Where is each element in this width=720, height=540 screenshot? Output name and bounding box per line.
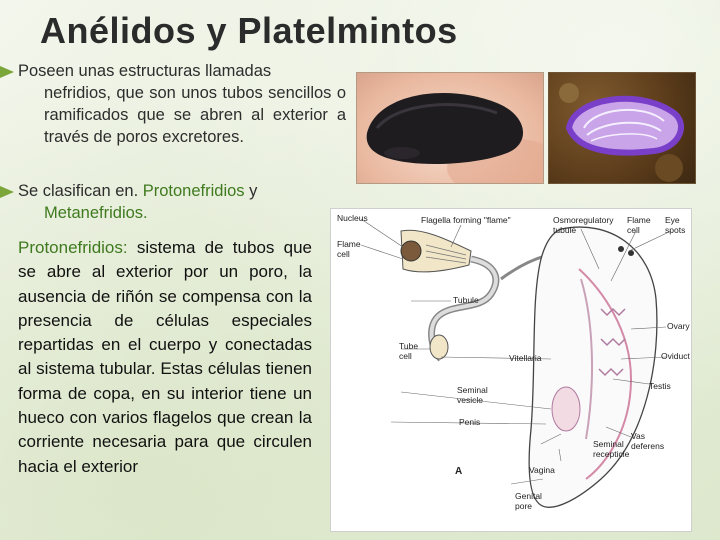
label-tube-cell: Tube cell: [399, 341, 419, 361]
paragraph-protonefridios: Protonefridios: sistema de tubos que se …: [18, 236, 312, 479]
label-vagina: Vagina: [529, 465, 555, 475]
protonefridios-term: Protonefridios: [142, 182, 245, 200]
label-flame-cell: Flame cell: [337, 239, 361, 259]
leech-photo: [356, 72, 544, 184]
protonefridios-definition-term: Protonefridios:: [18, 238, 128, 257]
paragraph-body: nefridios, que son unos tubos sencillos …: [44, 84, 346, 146]
leech-illustration: [366, 93, 543, 183]
label-nucleus: Nucleus: [337, 213, 368, 223]
flatworm-illustration: [559, 83, 685, 182]
paragraph-lead: Se clasifican en.: [18, 182, 143, 200]
paragraph-tail: y: [244, 182, 258, 200]
label-vitellaria: Vitellaria: [509, 353, 542, 363]
protonefridios-definition: sistema de tubos que se abre al exterior…: [18, 238, 312, 476]
slide-title: Anélidos y Platelmintos: [40, 10, 458, 51]
flatworm-photo: [548, 72, 696, 184]
label-vas-deferens: Vas deferens: [631, 431, 665, 451]
label-testis: Testis: [649, 381, 671, 391]
bullet-arrow-icon: [0, 66, 14, 78]
label-flame-cell-right: Flame cell: [627, 215, 651, 235]
label-tubule: Tubule: [453, 295, 479, 305]
label-oviduct: Oviduct: [661, 351, 690, 361]
anatomy-drawing: [360, 218, 672, 508]
paragraph-nefridios: Poseen unas estructuras llamadas nefridi…: [18, 60, 346, 148]
label-ovary: Ovary: [667, 321, 690, 331]
label-panel: A: [455, 466, 463, 477]
label-eye-spots: Eye spots: [665, 215, 686, 235]
label-genital-pore: Genital pore: [515, 491, 542, 511]
label-penis: Penis: [459, 417, 481, 427]
flatworm-anatomy-diagram: Nucleus Flame cell Flagella forming "fla…: [330, 208, 692, 532]
paragraph-lead: Poseen unas estructuras llamadas: [18, 62, 272, 80]
paragraph-clasificacion: Se clasifican en. Protonefridios y Metan…: [18, 180, 348, 224]
label-seminal-receptacle: Seminal recepticle: [593, 439, 630, 459]
label-flagella: Flagella forming "flame": [421, 215, 511, 225]
label-seminal-vesicle: Seminal vesicle: [457, 385, 488, 405]
label-osmoregulatory-tubule: Osmoregulatory tubule: [553, 215, 614, 235]
bullet-arrow-icon: [0, 186, 14, 198]
metanefridios-term: Metanefridios.: [44, 204, 148, 222]
